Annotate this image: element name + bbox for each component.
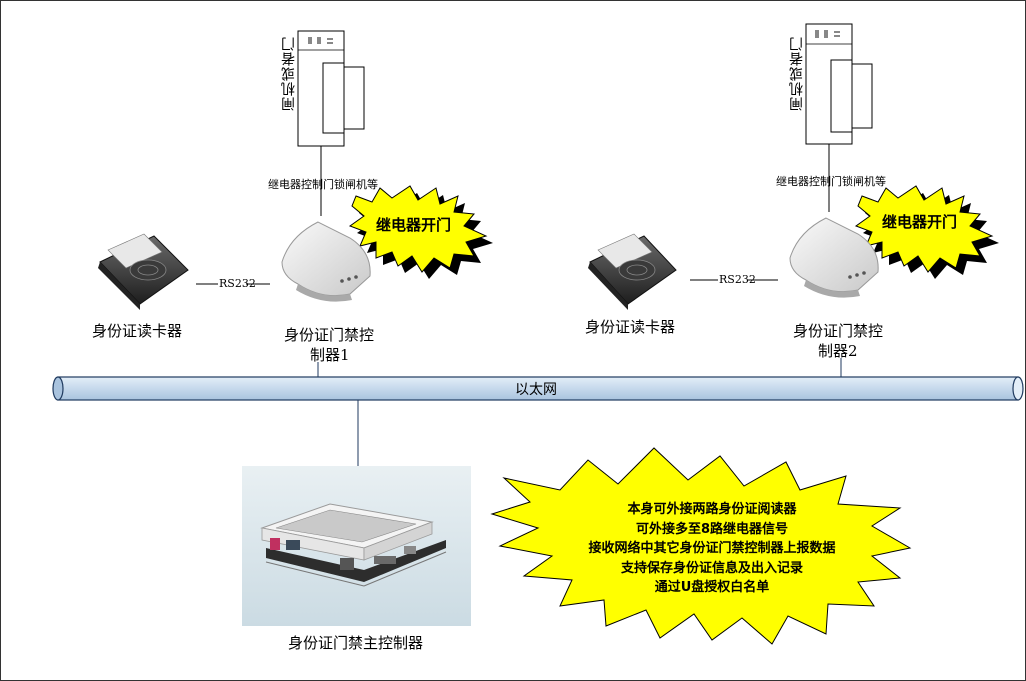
features-text: 本身可外接两路身份证阅读器 可外接多至8路继电器信号 接收网络中其它身份证门禁控… [552,500,872,598]
card-reader-right-label: 身份证读卡器 [585,318,676,336]
access-controller-2 [789,217,879,298]
controller1-label-line2: 制器1 [310,346,350,364]
gate-left-device [297,30,365,147]
relay-note-left: 继电器控制门锁闸机等 [268,178,378,191]
features-burst [490,447,912,645]
feature-line: 通过U盘授权白名单 [654,580,770,595]
card-reader-left [98,233,189,310]
burst-relay-right-text: 继电器开门 [882,213,958,231]
main-controller-label: 身份证门禁主控制器 [288,634,424,652]
controller2-label-line2: 制器2 [818,342,858,360]
gate-left-label: 闸机或者门 [281,36,297,111]
relay-note-right: 继电器控制门锁闸机等 [776,175,886,188]
feature-line: 本身可外接两路身份证阅读器 [627,502,797,517]
feature-line: 支持保存身份证信息及出入记录 [620,560,803,576]
rs232-label-right: RS232 [719,273,756,286]
burst-relay-right [854,185,999,279]
main-controller-photo [242,466,471,626]
gate-right-device [805,23,873,145]
ethernet-label: 以太网 [515,382,557,398]
feature-line: 可外接多至8路继电器信号 [635,521,789,537]
gate-right-label: 闸机或者门 [789,36,805,111]
burst-relay-left-text: 继电器开门 [376,216,452,234]
rs232-label-left: RS232 [219,277,256,290]
controller2-label-line1: 身份证门禁控 [793,322,884,340]
card-reader-left-label: 身份证读卡器 [92,322,183,340]
controller1-label-line1: 身份证门禁控 [284,326,375,344]
burst-relay-left [348,185,493,279]
ethernet-bus [52,376,1024,401]
card-reader-right [588,233,677,310]
access-controller-1 [281,221,371,302]
feature-line: 接收网络中其它身份证门禁控制器上报数据 [588,541,836,556]
